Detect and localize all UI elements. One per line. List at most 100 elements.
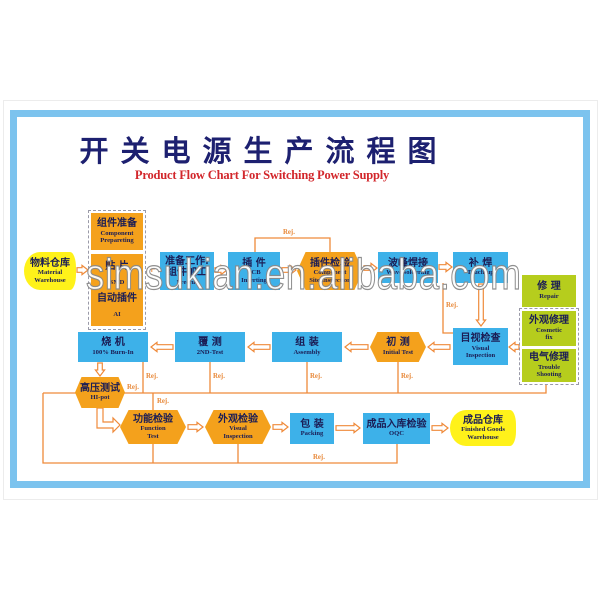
- node-material-warehouse: 物料仓库 Material Warehouse: [24, 252, 76, 290]
- node-label-cn: 插 件: [242, 257, 266, 269]
- node-label-en: Inspection: [465, 352, 496, 360]
- title-english: Product Flow Chart For Switching Power S…: [134, 168, 390, 182]
- rej-label: Rej.: [310, 373, 322, 380]
- node-label-en: 2ND-Test: [196, 348, 224, 356]
- node-label-en: Prepareting: [100, 237, 134, 245]
- node-assembly: 组 装 Assembly: [272, 332, 342, 362]
- node-label-en: Repair: [539, 292, 559, 300]
- node-label-cn: 目视检查: [460, 333, 501, 345]
- node-finished-goods-warehouse: 成品仓库 Finished Goods Warehouse: [450, 410, 516, 446]
- node-label-cn: 贴 片: [105, 261, 129, 273]
- node-wave-soldering: 波峰焊接 Wave soldering: [378, 252, 438, 283]
- node-label-en: Test: [147, 432, 159, 440]
- node-initial-test: 初 测 Initial Test: [370, 332, 426, 362]
- rej-label: Rej.: [146, 373, 158, 380]
- arrow-visual-inspection-to-packing: [272, 421, 289, 433]
- node-label-cn: 烧 机: [101, 337, 125, 349]
- node-label-cn: 成品仓库: [463, 414, 503, 426]
- node-label-en: Touch-up: [467, 269, 494, 277]
- repair-group: [519, 308, 579, 385]
- arrow-precut-to-inserting: [214, 264, 228, 276]
- arrow-touch-up-to-visual-inspection: [475, 283, 487, 327]
- arrow-inserting-to-inspection: [281, 264, 297, 276]
- node-label-en: Initial Test: [382, 348, 414, 356]
- rej-return-loop: [42, 393, 398, 464]
- node-label-en: Packing: [300, 430, 324, 438]
- title-chinese: 开关电源生产流程图: [79, 134, 449, 168]
- arrow-material-to-components: [76, 264, 89, 276]
- arrow-function-to-visual-inspection: [187, 421, 204, 433]
- node-label-cn: 组件准备: [97, 218, 137, 230]
- node-label-cn: 功能检验: [133, 413, 173, 425]
- node-label-en: Wave soldering: [386, 269, 430, 277]
- arrow-repair-to-visual-inspection: [508, 341, 520, 353]
- arrow-initial-test-to-assembly: [344, 341, 369, 353]
- arrow-visual-inspection-to-initial-test: [427, 341, 451, 353]
- node-label-en: OQC: [388, 430, 405, 438]
- node-label-en: Pre-cut: [176, 278, 198, 286]
- node-label-cn: 覆 测: [198, 337, 222, 349]
- rej-label: Rej.: [127, 384, 139, 391]
- node-pre-cut: 准备工作: 组件加工 Pre-cut: [160, 252, 214, 290]
- node-label-cn: 外观修理: [529, 315, 569, 327]
- node-label-cn: 高压测试: [80, 382, 120, 394]
- node-label-cn: 修 理: [537, 281, 561, 293]
- poster-outline: [3, 100, 598, 500]
- node-component-site-inspection: 插件检验 Component Site Inspection: [297, 252, 363, 290]
- arrow-oqc-to-finished-goods: [431, 422, 449, 434]
- node-label-cn: 包 装: [300, 418, 324, 430]
- node-label-en: Visual: [471, 344, 490, 352]
- node-packing: 包 装 Packing: [290, 413, 334, 444]
- rej-label: Rej.: [401, 373, 413, 380]
- node-smd-ai: 贴 片 SMD 自动插件 AI: [91, 254, 143, 326]
- node-visual-inspection-1: 目视检查 Visual Inspection: [453, 328, 508, 365]
- node-label-cn: 插件检验: [310, 257, 350, 269]
- node-visual-inspection-2: 外观检验 Visual Inspection: [205, 410, 271, 444]
- node-label-en: 100% Burn-In: [92, 348, 134, 356]
- node-label-cn: 物料仓库: [30, 257, 70, 269]
- node-label-en: Component: [100, 229, 134, 237]
- rej-label: Rej.: [446, 302, 458, 309]
- arrow-wave-soldering-to-touch-up: [438, 261, 453, 273]
- node-label-en: fix: [545, 334, 553, 342]
- node-label-en: Inspection: [223, 432, 253, 440]
- node-label-cn: 准备工作:: [165, 255, 209, 267]
- node-label-en: Function: [140, 425, 166, 433]
- node-pcb-inserting: 插 件 PCB Inserting: [228, 252, 280, 290]
- arrow-second-test-to-burn-in: [150, 341, 174, 353]
- node-hi-pot: 高压测试 HI-pot: [75, 377, 125, 408]
- node-touch-up: 补 焊 Touch-up: [453, 252, 508, 283]
- node-label-en: SMD: [109, 279, 125, 287]
- rej-line-component-inspection: [254, 237, 331, 252]
- node-label-en: HI-pot: [90, 394, 110, 402]
- rej-label: Rej.: [157, 398, 169, 405]
- node-label-en: Inserting: [241, 276, 267, 284]
- node-label-cn: 补 焊: [468, 257, 493, 269]
- node-label-en: Finished Goods: [461, 426, 505, 434]
- node-cosmetic-fix: 外观修理 Cosmetic fix: [522, 311, 576, 346]
- rej-main-line: [43, 385, 547, 394]
- arrow-packing-to-oqc: [335, 422, 361, 434]
- node-label-cn: 电气修理: [529, 352, 569, 364]
- node-label-cn: 初 测: [386, 337, 410, 349]
- node-label-en: PCB: [247, 269, 261, 277]
- node-label-cn: 组件加工: [167, 267, 207, 279]
- node-oqc: 成品入库检验 OQC: [363, 413, 430, 444]
- component-prep-group: [88, 210, 146, 330]
- node-label-en: Warehouse: [34, 276, 66, 284]
- node-component-preparing: 组件准备 Component Prepareting: [91, 213, 143, 250]
- node-label-cn: 波峰焊接: [388, 257, 428, 269]
- arrow-hipot-to-function-test: [96, 407, 121, 434]
- node-label-en: Visual: [229, 425, 247, 433]
- arrow-burn-in-to-hipot: [94, 362, 106, 377]
- node-label-en: Warehouse: [467, 433, 499, 441]
- rej-label: Rej.: [213, 373, 225, 380]
- node-label-en: Trouble: [537, 363, 561, 371]
- plus-sign: +: [148, 261, 156, 276]
- rej-label: Rej.: [313, 454, 325, 461]
- node-label-cn: 成品入库检验: [366, 418, 427, 430]
- node-burn-in: 烧 机 100% Burn-In: [78, 332, 148, 362]
- node-second-test: 覆 测 2ND-Test: [175, 332, 245, 362]
